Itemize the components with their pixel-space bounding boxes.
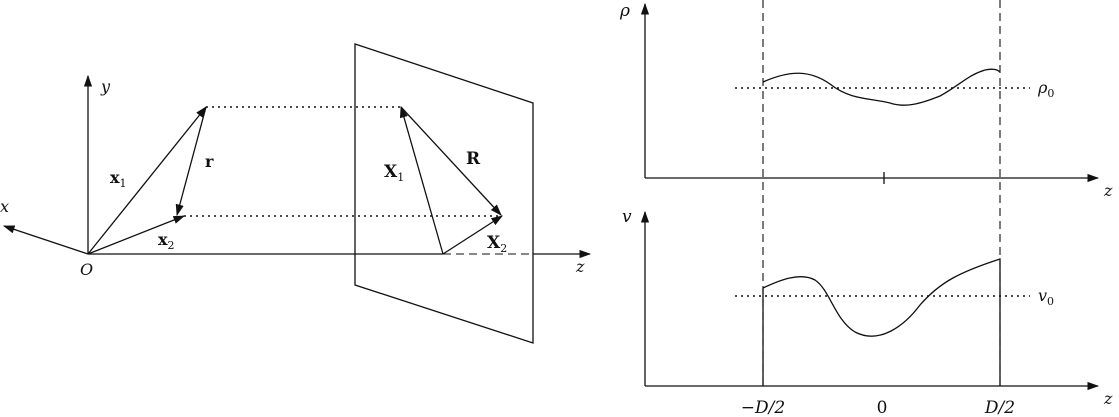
vector-r xyxy=(175,106,207,217)
x1-label: x1 xyxy=(110,168,127,190)
x-axis-label: x xyxy=(0,197,9,216)
v-profile-curve xyxy=(762,258,1001,386)
X1-label: X1 xyxy=(384,162,404,184)
vector-X2 xyxy=(442,215,503,255)
r-label: r xyxy=(205,152,214,171)
x2-label: x2 xyxy=(158,230,175,252)
R-label: R xyxy=(466,149,481,169)
observation-plane xyxy=(354,43,534,344)
vector-diagram: y x z O x1 x2 r X1 R X2 xyxy=(0,43,592,344)
tick-zero: 0 xyxy=(877,398,888,417)
rho-profile-curve xyxy=(762,68,1001,106)
profile-plots: ρ z ρ0 v z v0 −D/2 0 D/2 xyxy=(619,0,1113,417)
rho-y-label: ρ xyxy=(619,1,630,21)
X2-label: X2 xyxy=(487,233,507,255)
v-ref-label: v0 xyxy=(1038,286,1054,308)
y-axis-label: y xyxy=(100,77,111,96)
origin-label: O xyxy=(80,260,93,279)
tick-d-half: D/2 xyxy=(984,398,1015,417)
vector-X1 xyxy=(399,105,444,255)
vector-x2 xyxy=(87,215,186,255)
v-y-label: v xyxy=(622,207,632,227)
rho-ref-label: ρ0 xyxy=(1037,78,1054,100)
v-x-label: z xyxy=(1103,389,1113,408)
vector-x1 xyxy=(87,106,207,255)
rho-x-label: z xyxy=(1103,181,1113,200)
x-axis xyxy=(2,225,89,255)
tick-minus-d-half: −D/2 xyxy=(741,398,785,417)
vector-R xyxy=(400,106,502,216)
z-axis-label: z xyxy=(575,257,585,276)
